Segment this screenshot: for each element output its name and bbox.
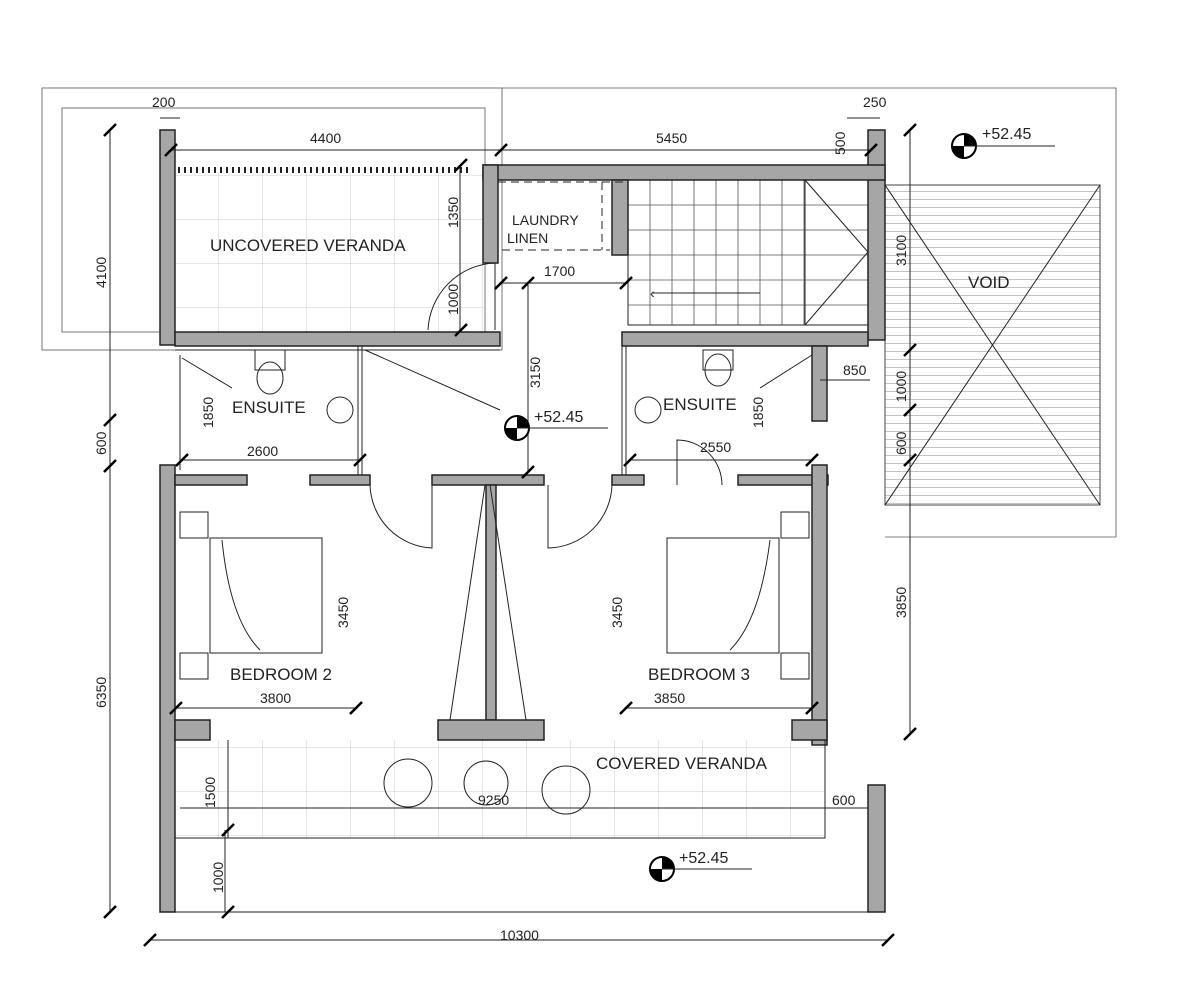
dimension-label: 9250 bbox=[478, 792, 509, 808]
level-marker-icon bbox=[649, 856, 752, 882]
dimension-label: 1000 bbox=[445, 284, 461, 315]
room-label-linen: LINEN bbox=[507, 230, 548, 246]
dimension-label: 2550 bbox=[700, 439, 731, 455]
level-label: +52.45 bbox=[679, 850, 728, 867]
level-label: +52.45 bbox=[534, 409, 583, 426]
dimension-label: 3800 bbox=[260, 690, 291, 706]
room-label-uncovered-veranda: UNCOVERED VERANDA bbox=[210, 236, 406, 255]
dimension-label: 3150 bbox=[527, 357, 543, 388]
dimension-label: 3450 bbox=[335, 597, 351, 628]
room-label-void: VOID bbox=[968, 273, 1010, 292]
dimension-label: 850 bbox=[843, 362, 867, 378]
dimension-label: 4100 bbox=[93, 257, 109, 288]
room-label-covered-veranda: COVERED VERANDA bbox=[596, 754, 768, 773]
dimension-label: 3450 bbox=[609, 597, 625, 628]
level-label: +52.45 bbox=[982, 126, 1031, 143]
level-marker-icon bbox=[951, 133, 1055, 159]
dimension-label: 10300 bbox=[500, 927, 539, 943]
level-marker-icon bbox=[504, 415, 608, 441]
room-label-ensuite: ENSUITE bbox=[232, 398, 306, 417]
dimension-label: 200 bbox=[152, 94, 176, 110]
room-label-bedroom-3: BEDROOM 3 bbox=[648, 665, 750, 684]
dimension-label: 500 bbox=[832, 131, 848, 155]
dimension-label: 3850 bbox=[893, 587, 909, 618]
dimension-label: 1500 bbox=[202, 777, 218, 808]
walls bbox=[159, 129, 886, 913]
dimension-label: 600 bbox=[93, 431, 109, 455]
dimension-label: 5450 bbox=[656, 130, 687, 146]
staircase: ‹ bbox=[627, 179, 869, 326]
dimension-label: 3100 bbox=[893, 235, 909, 266]
dimension-labels: 200 4400 5450 250 1700 2600 2550 850 380… bbox=[93, 94, 909, 943]
covered-veranda-floor bbox=[175, 740, 825, 838]
dimension-label: 1850 bbox=[200, 397, 216, 428]
dimension-label: 600 bbox=[832, 792, 856, 808]
room-label-ensuite: ENSUITE bbox=[663, 395, 737, 414]
void-area bbox=[884, 184, 1101, 506]
dimension-label: 1850 bbox=[750, 397, 766, 428]
dimension-label: 4400 bbox=[310, 130, 341, 146]
level-markers bbox=[504, 133, 1055, 882]
dimension-label: 1700 bbox=[544, 263, 575, 279]
dimension-label: 6350 bbox=[93, 677, 109, 708]
room-label-bedroom-2: BEDROOM 2 bbox=[230, 665, 332, 684]
dimension-label: 1350 bbox=[445, 197, 461, 228]
fixtures bbox=[179, 181, 813, 815]
dimension-label: 2600 bbox=[247, 443, 278, 459]
room-label-laundry: LAUNDRY bbox=[512, 212, 579, 228]
dimension-label: 1000 bbox=[210, 862, 226, 893]
dimension-label: 1000 bbox=[893, 371, 909, 402]
dimension-label: 600 bbox=[893, 431, 909, 455]
dimension-lines bbox=[103, 117, 917, 947]
dimension-label: 3850 bbox=[654, 690, 685, 706]
stair-arrow-icon: ‹ bbox=[650, 285, 655, 301]
dimension-label: 250 bbox=[863, 94, 887, 110]
